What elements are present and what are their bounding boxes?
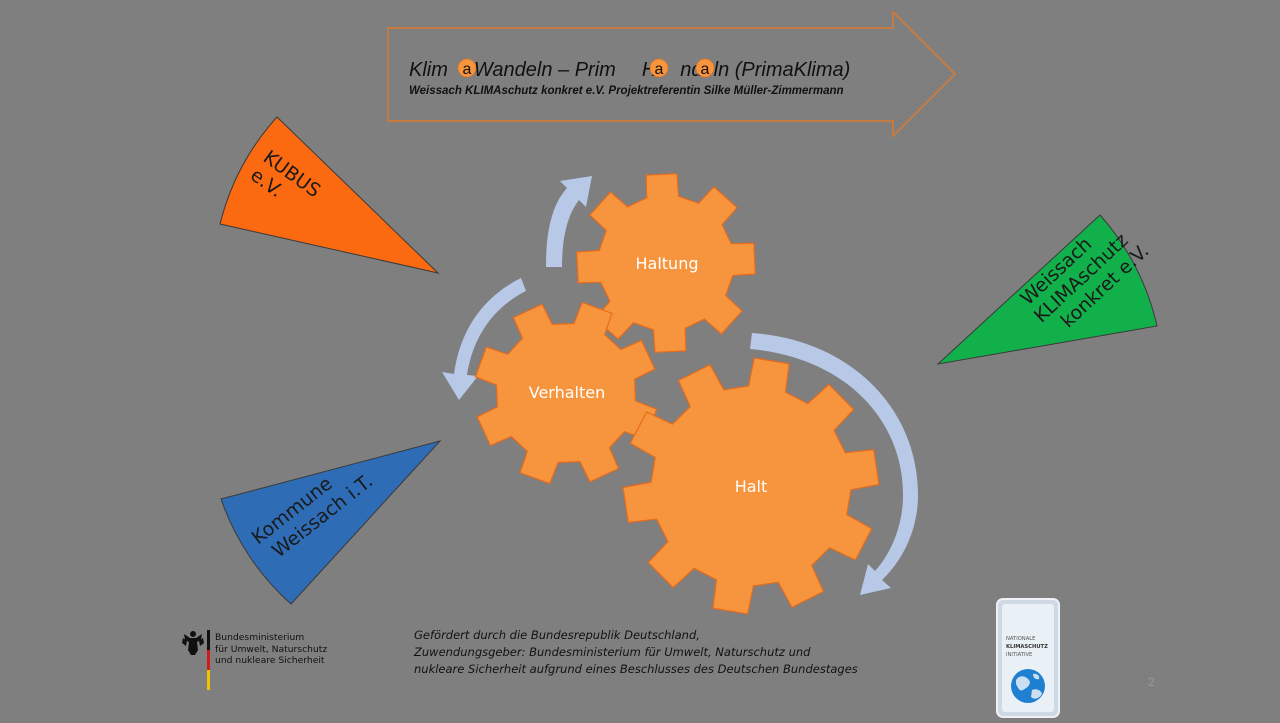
gear-label-haltung: Haltung	[636, 254, 699, 273]
ministry-logo: Bundesministerium für Umwelt, Naturschut…	[181, 628, 381, 692]
ministry-line-2: für Umwelt, Naturschutz	[215, 643, 328, 655]
sector-kubus: KUBUS e.V.	[219, 116, 440, 274]
globe-icon	[1011, 669, 1045, 703]
sector-weissach: Weissach KLIMAschutz konkret e.V.	[936, 214, 1158, 365]
funding-line-3: nukleare Sicherheit aufgrund eines Besch…	[414, 662, 858, 676]
eagle-icon	[182, 630, 210, 690]
nki-line-3: INITIATIVE	[1006, 652, 1032, 658]
nki-logo: NATIONALE KLIMASCHUTZ INITIATIVE	[996, 598, 1060, 718]
cycle-arrow-right	[750, 333, 918, 595]
nki-line-1: NATIONALE	[1006, 636, 1035, 642]
svg-text:a: a	[655, 61, 664, 78]
cycle-arrows	[442, 176, 918, 595]
gear-haltung: Haltung	[576, 173, 756, 353]
svg-text:a: a	[463, 61, 472, 78]
gear-label-halt: Halt	[735, 477, 768, 496]
sector-kommune: Kommune Weissach i.T.	[220, 440, 442, 605]
funding-line-1: Gefördert durch die Bundesrepublik Deuts…	[414, 628, 700, 642]
ministry-line-3: und nukleare Sicherheit	[215, 655, 325, 666]
title-gear-badge-2: a	[649, 58, 669, 78]
header-arrow	[387, 10, 956, 138]
title-part-1: Klim	[409, 59, 448, 81]
header-subtitle: Weissach KLIMAschutz konkret e.V. Projek…	[409, 85, 844, 97]
funding-note: Gefördert durch die Bundesrepublik Deuts…	[414, 627, 934, 678]
title-gear-badge-1: a	[457, 58, 477, 78]
slide-number: 2	[1148, 675, 1155, 689]
gear-halt: Halt	[622, 357, 880, 615]
title-gear-badge-3: a	[695, 58, 715, 78]
ministry-line-1: Bundesministerium	[215, 632, 305, 643]
gear-label-verhalten: Verhalten	[529, 383, 606, 402]
funding-line-2: Zuwendungsgeber: Bundesministerium für U…	[414, 645, 811, 659]
cycle-arrow-left	[442, 278, 526, 400]
nki-line-2: KLIMASCHUTZ	[1006, 644, 1048, 650]
svg-text:a: a	[701, 61, 710, 78]
title-part-2: Wandeln – Prim	[474, 59, 616, 81]
gear-verhalten: Verhalten	[474, 301, 658, 485]
cycle-arrow-top	[546, 176, 592, 267]
title-part-4: ndeln (PrimaKlima)	[680, 59, 850, 81]
